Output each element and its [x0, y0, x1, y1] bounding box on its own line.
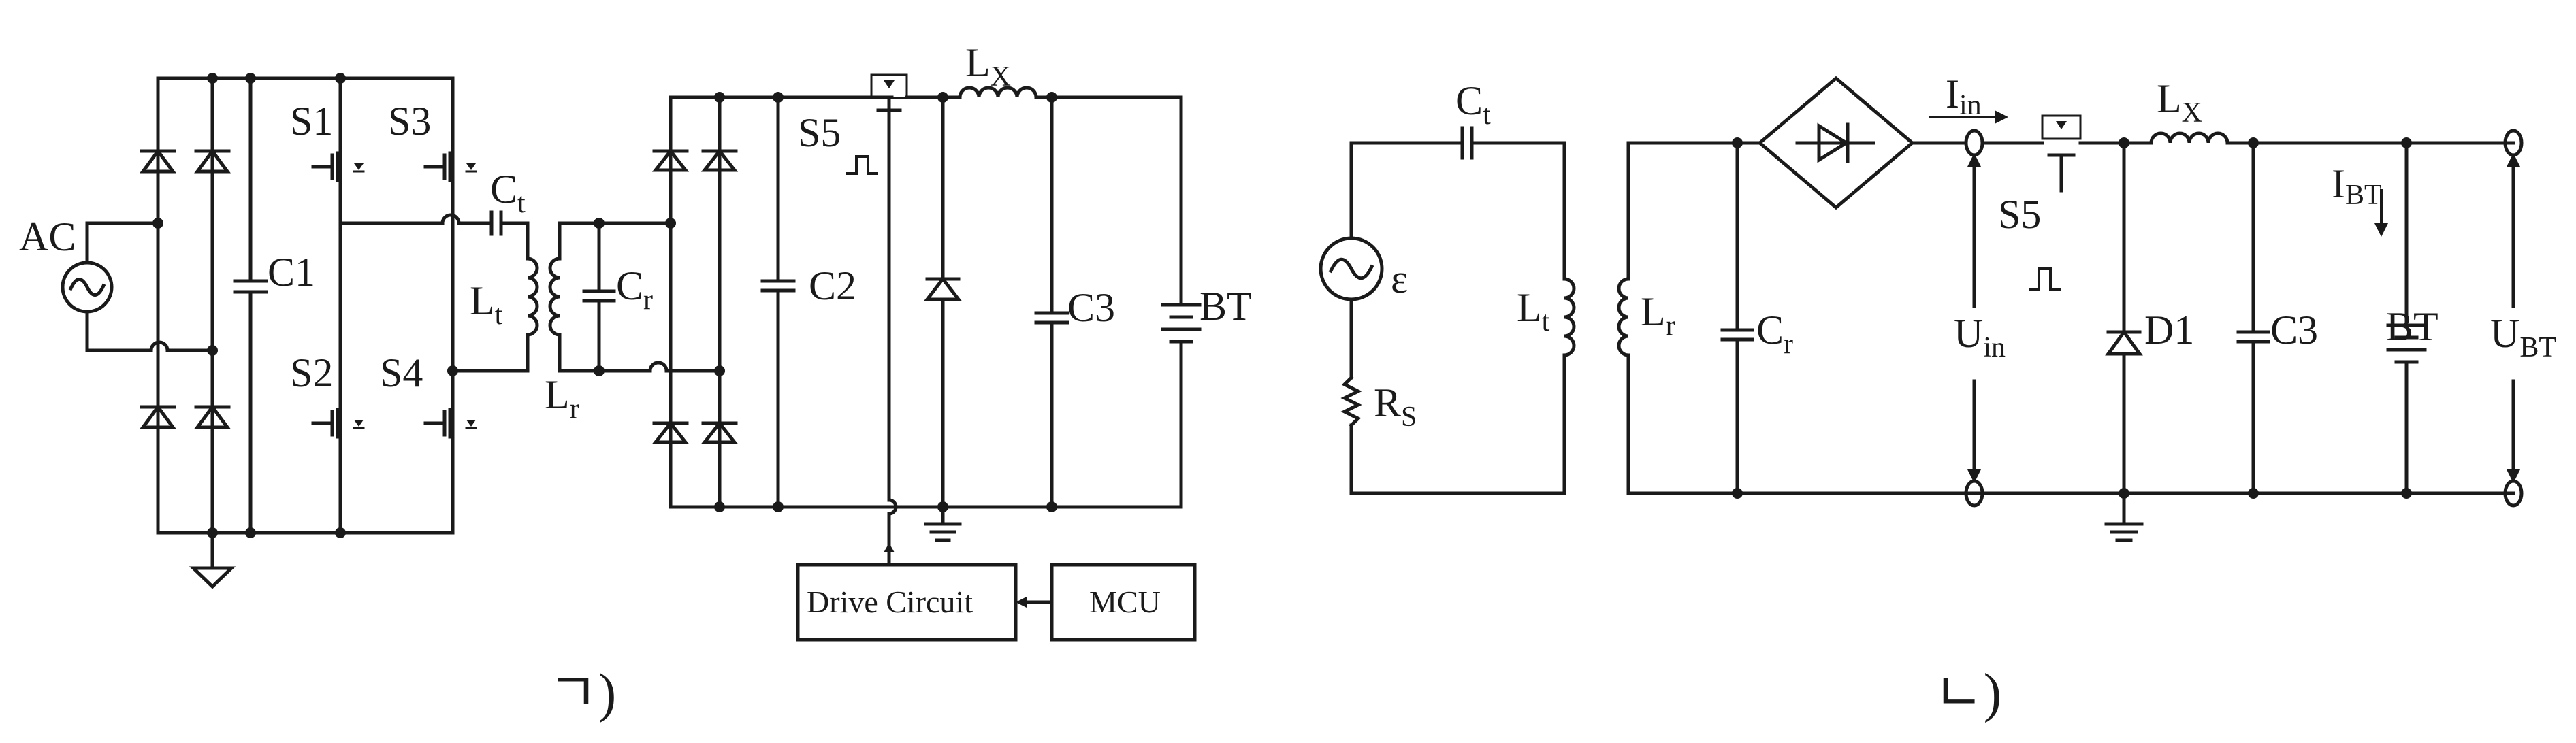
- capacitor-c3-b: [2236, 137, 2270, 499]
- ibt-label: IBT: [2332, 161, 2382, 211]
- circuit-b: Ct ε RS Lt Lr Cr: [1319, 71, 2556, 723]
- inverter-bridge: [311, 73, 530, 538]
- uin-terminals: [1929, 110, 2044, 508]
- ubt-terminals: [2503, 129, 2524, 508]
- c3-label-a: C3: [1067, 285, 1115, 330]
- switch-s5-a: [846, 73, 962, 567]
- s5-label-a: S5: [798, 110, 841, 155]
- lr-label-a: Lr: [545, 372, 579, 425]
- capacitor-c3-a: [1034, 92, 1069, 512]
- lx-label-a: LX: [965, 40, 1011, 93]
- transmitter-loop-b: [1319, 126, 1576, 495]
- c1-label: C1: [268, 250, 315, 295]
- bt-label-b: BT: [2386, 304, 2438, 349]
- c3-label-b: C3: [2270, 308, 2318, 352]
- rectifier-bridge-b: [1757, 76, 1968, 210]
- caption-a: ㄱ): [548, 663, 616, 723]
- cr-label-a: Cr: [616, 263, 653, 316]
- output-bridge-rectifier: [651, 92, 1183, 512]
- s1-label: S1: [290, 99, 333, 144]
- c2-label: C2: [809, 263, 856, 308]
- circuit-a: AC C1: [19, 40, 1252, 723]
- mcu-block: [1016, 563, 1197, 642]
- cr-label-b: Cr: [1756, 308, 1793, 360]
- s2-label: S2: [290, 350, 333, 395]
- s4-label: S4: [380, 350, 423, 395]
- capacitor-c2: [760, 92, 796, 512]
- switch-s5-b: [2029, 114, 2126, 291]
- eps-label: ε: [1391, 257, 1408, 301]
- input-bridge-rectifier: [140, 73, 455, 589]
- battery-a: [1161, 95, 1202, 509]
- ubt-label: UBT: [2490, 311, 2556, 363]
- battery-b: [2374, 137, 2427, 499]
- s3-label: S3: [388, 99, 431, 144]
- uin-label: Uin: [1954, 311, 2006, 363]
- diode-d1: [2104, 137, 2144, 542]
- switch-s4: [423, 408, 477, 439]
- rs-label: RS: [1374, 380, 1417, 433]
- lr-label-b: Lr: [1641, 289, 1675, 342]
- d1-label: D1: [2144, 308, 2194, 352]
- receiver-lr-cr-b: [1617, 137, 2515, 499]
- receiver-lr-cr-a: [548, 218, 722, 376]
- bt-label-a: BT: [1200, 284, 1252, 329]
- lt-label-a: Lt: [470, 278, 503, 331]
- ac-source: [61, 221, 214, 352]
- ct-label-a: Ct: [490, 167, 526, 219]
- inductor-lx-b: [2122, 131, 2515, 145]
- s5-label-b: S5: [1998, 192, 2041, 237]
- coil-lt-a: [526, 221, 539, 373]
- caption-b: ㄴ): [1933, 663, 2001, 723]
- switch-s1: [311, 151, 365, 182]
- inductor-lx-a: [958, 86, 1183, 99]
- lx-label-b: LX: [2157, 76, 2202, 129]
- freewheel-diode-a: [923, 92, 963, 542]
- capacitor-c1: [233, 73, 268, 538]
- switch-s2: [311, 408, 365, 439]
- drive-circuit-block: [796, 563, 1018, 642]
- lt-label-b: Lt: [1517, 285, 1550, 337]
- mcu-label: MCU: [1089, 584, 1161, 619]
- drive-circuit-label: Drive Circuit: [807, 584, 973, 619]
- iin-label: Iin: [1946, 71, 1982, 121]
- switch-s3: [423, 151, 477, 182]
- ct-label-b: Ct: [1455, 78, 1491, 131]
- ac-label: AC: [19, 214, 76, 259]
